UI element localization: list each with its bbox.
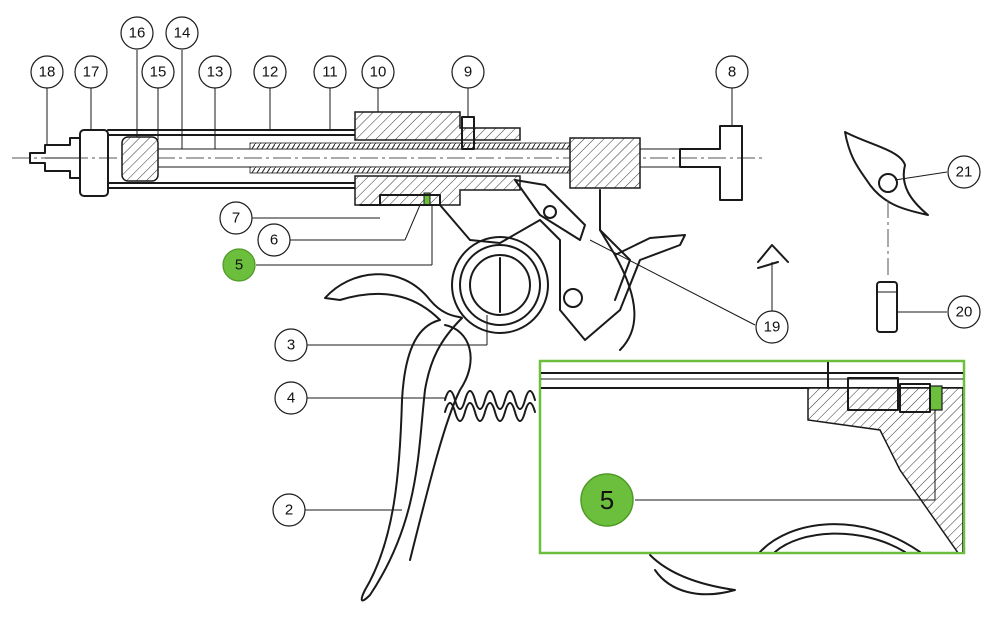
part-20-pin bbox=[876, 281, 898, 333]
callout-15: 15 bbox=[141, 55, 175, 89]
front-cap bbox=[79, 129, 109, 197]
part-19-bracket bbox=[757, 244, 789, 315]
pivot-ring bbox=[451, 236, 549, 334]
body-block bbox=[354, 111, 641, 206]
callout-21: 21 bbox=[947, 155, 981, 189]
callout-2: 2 bbox=[272, 493, 306, 527]
callout-7: 7 bbox=[219, 201, 253, 235]
callout-14-label: 14 bbox=[174, 25, 191, 42]
leader-lines bbox=[46, 50, 948, 511]
callout-20: 20 bbox=[947, 295, 981, 329]
callout-11: 11 bbox=[313, 55, 347, 89]
rear-handle bbox=[614, 254, 636, 351]
callout-18-label: 18 bbox=[39, 64, 56, 81]
callout-6: 6 bbox=[257, 223, 291, 257]
callout-17: 17 bbox=[74, 55, 108, 89]
callout-6-label: 6 bbox=[270, 232, 278, 249]
callout-13: 13 bbox=[198, 55, 232, 89]
callout-20-label: 20 bbox=[956, 304, 973, 321]
callout-7-label: 7 bbox=[232, 210, 240, 227]
callout-4: 4 bbox=[274, 381, 308, 415]
callout-19: 19 bbox=[755, 310, 789, 344]
inset-part-5-marker bbox=[929, 385, 943, 411]
callout-17-label: 17 bbox=[83, 64, 100, 81]
zoom-inset: 5 bbox=[538, 359, 966, 555]
inset-callout-5: 5 bbox=[580, 473, 634, 527]
plunger-end bbox=[679, 125, 743, 201]
callout-19-label: 19 bbox=[764, 319, 781, 336]
spring bbox=[444, 390, 536, 422]
callout-16-label: 16 bbox=[129, 25, 146, 42]
callout-2-label: 2 bbox=[285, 502, 293, 519]
callout-11-label: 11 bbox=[322, 64, 338, 81]
callout-16: 16 bbox=[120, 16, 154, 50]
callout-12-label: 12 bbox=[262, 64, 279, 81]
callout-8-label: 8 bbox=[728, 64, 736, 81]
callout-10-label: 10 bbox=[370, 64, 387, 81]
callout-14: 14 bbox=[165, 16, 199, 50]
callout-9-label: 9 bbox=[464, 64, 472, 81]
callout-9: 9 bbox=[451, 55, 485, 89]
callout-12: 12 bbox=[253, 55, 287, 89]
callout-18: 18 bbox=[30, 55, 64, 89]
inset-callout-5-label: 5 bbox=[600, 485, 614, 515]
rear-handle-tail bbox=[649, 554, 736, 596]
callout-5-label: 5 bbox=[235, 257, 243, 274]
callout-3: 3 bbox=[274, 328, 308, 362]
callout-8: 8 bbox=[715, 55, 749, 89]
callout-3-label: 3 bbox=[287, 337, 295, 354]
callout-4-label: 4 bbox=[287, 390, 295, 407]
part-21-clip bbox=[844, 131, 929, 275]
callout-5: 5 bbox=[222, 248, 256, 282]
handle-frame bbox=[359, 179, 686, 341]
callout-15-label: 15 bbox=[150, 64, 167, 81]
callout-21-label: 21 bbox=[956, 164, 973, 181]
callout-10: 10 bbox=[361, 55, 395, 89]
callout-13-label: 13 bbox=[207, 64, 224, 81]
nozzle bbox=[29, 137, 81, 179]
trigger-lever bbox=[324, 273, 472, 602]
